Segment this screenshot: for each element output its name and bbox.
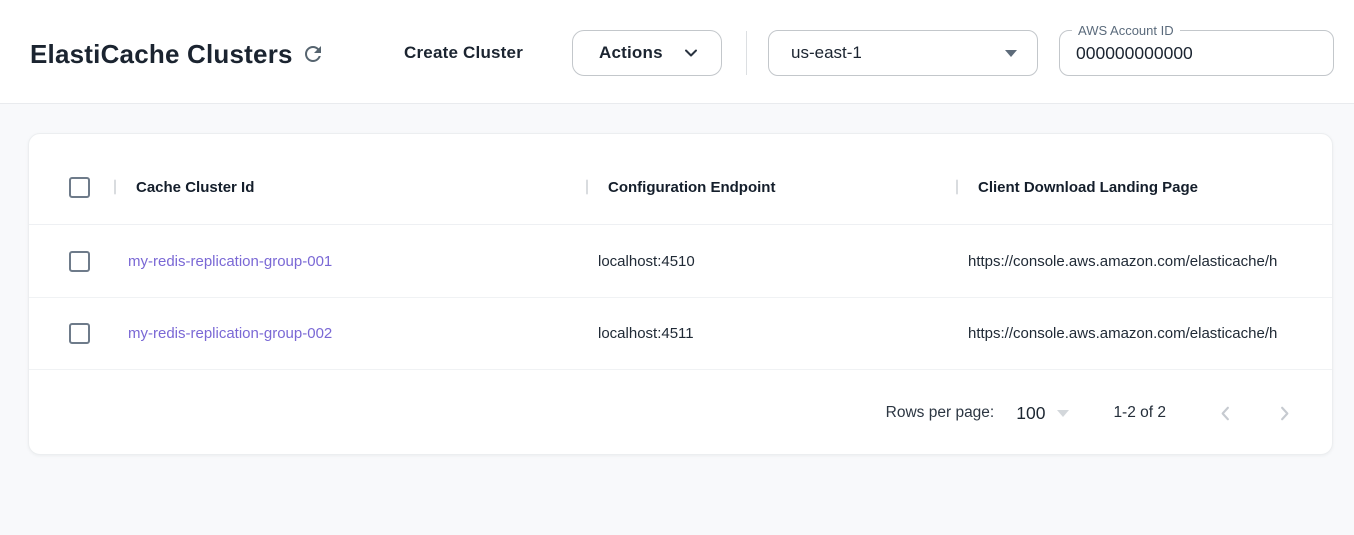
chevron-left-icon xyxy=(1214,402,1237,425)
next-page-button[interactable] xyxy=(1273,402,1296,425)
column-header-label: Configuration Endpoint xyxy=(608,178,776,196)
client-download-landing-page-cell: https://console.aws.amazon.com/elasticac… xyxy=(968,252,1278,270)
pagination-range: 1-2 of 2 xyxy=(1113,404,1166,421)
chevron-down-icon xyxy=(681,43,701,63)
row-checkbox[interactable] xyxy=(69,250,90,272)
aws-account-id-label: AWS Account ID xyxy=(1072,22,1180,39)
select-all-checkbox[interactable] xyxy=(69,176,90,198)
column-header-label: Client Download Landing Page xyxy=(978,178,1199,196)
table-row: my-redis-replication-group-002 localhost… xyxy=(29,298,1332,370)
cluster-link[interactable]: my-redis-replication-group-002 xyxy=(128,325,333,342)
table-header-row: Cache Cluster Id Configuration Endpoint … xyxy=(29,150,1332,225)
column-header-label: Cache Cluster Id xyxy=(136,178,255,196)
cache-cluster-id-cell: my-redis-replication-group-002 xyxy=(113,325,586,342)
previous-page-button[interactable] xyxy=(1214,402,1237,425)
app-header: ElastiCache Clusters Create Cluster Acti… xyxy=(0,0,1354,104)
configuration-endpoint-cell: localhost:4510 xyxy=(598,252,695,270)
rows-per-page-label: Rows per page: xyxy=(885,404,995,421)
aws-account-id-field: AWS Account ID xyxy=(1059,22,1334,76)
cache-cluster-id-cell: my-redis-replication-group-001 xyxy=(113,253,586,270)
configuration-endpoint-cell: localhost:4511 xyxy=(598,325,694,342)
caret-down-icon xyxy=(1005,49,1017,57)
refresh-button[interactable] xyxy=(301,41,327,67)
select-all-cell xyxy=(29,150,113,224)
header-divider xyxy=(746,31,747,75)
column-header-cache-cluster-id[interactable]: Cache Cluster Id xyxy=(113,150,586,224)
column-separator xyxy=(586,179,588,195)
column-separator xyxy=(956,179,958,195)
region-select-value: us-east-1 xyxy=(791,43,862,62)
client-download-landing-page-cell: https://console.aws.amazon.com/elasticac… xyxy=(968,325,1278,342)
row-select-cell xyxy=(29,225,113,297)
create-cluster-button[interactable]: Create Cluster xyxy=(404,36,523,70)
cluster-link[interactable]: my-redis-replication-group-001 xyxy=(128,252,333,270)
column-separator xyxy=(114,179,116,195)
actions-button[interactable]: Actions xyxy=(572,30,722,76)
chevron-right-icon xyxy=(1273,402,1296,425)
page-title: ElastiCache Clusters xyxy=(30,39,293,69)
region-select[interactable]: us-east-1 xyxy=(768,30,1038,76)
column-header-configuration-endpoint[interactable]: Configuration Endpoint xyxy=(586,150,956,224)
rows-per-page-value: 100 xyxy=(1016,402,1046,423)
row-select-cell xyxy=(29,298,113,369)
rows-per-page-select[interactable]: 100 xyxy=(1016,402,1070,424)
clusters-table-card: Cache Cluster Id Configuration Endpoint … xyxy=(28,133,1333,455)
refresh-icon xyxy=(301,42,327,66)
column-header-client-download-landing-page[interactable]: Client Download Landing Page xyxy=(956,150,1332,224)
caret-down-icon xyxy=(1057,409,1070,417)
pagination-bar: Rows per page: 100 1-2 of 2 xyxy=(29,370,1332,454)
row-checkbox[interactable] xyxy=(69,323,90,344)
actions-button-label: Actions xyxy=(599,43,663,62)
table-row: my-redis-replication-group-001 localhost… xyxy=(29,225,1332,298)
